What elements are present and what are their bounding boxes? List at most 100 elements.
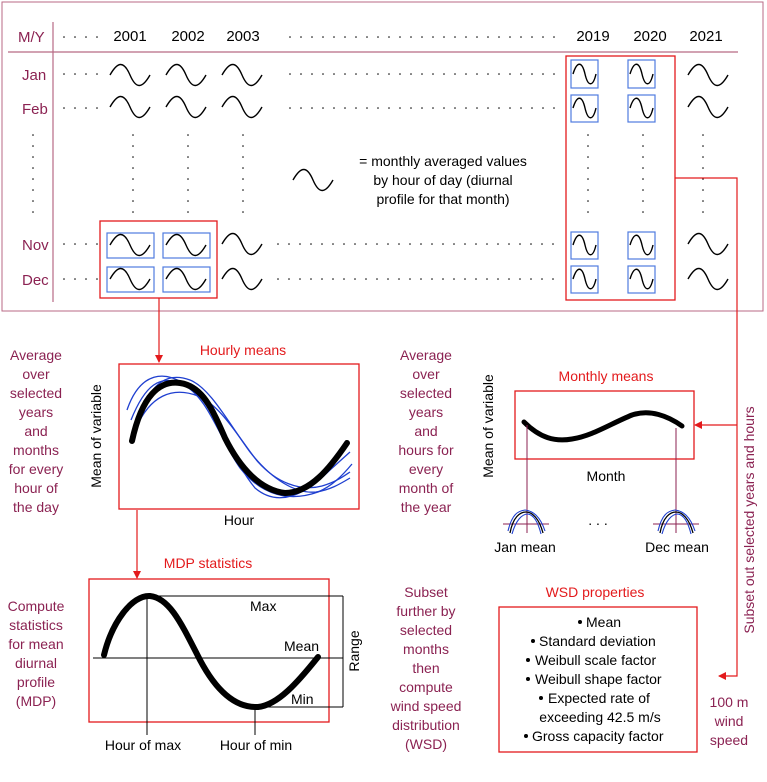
- svg-text:over: over: [22, 366, 50, 382]
- svg-text:the year: the year: [401, 499, 452, 515]
- hourly-means-frame: [118, 363, 360, 510]
- diurnal-glyphs: [109, 63, 729, 291]
- selection-box-2019-2020: [565, 55, 676, 301]
- svg-text:by hour of day (diurnal: by hour of day (diurnal: [373, 172, 512, 188]
- month-label-dec: Dec: [22, 272, 49, 289]
- year-label-2001: 2001: [113, 28, 146, 45]
- svg-text:years: years: [19, 404, 53, 420]
- month-label-feb: Feb: [22, 101, 48, 118]
- flow-arrows: [133, 177, 738, 680]
- wsd-bullets: [524, 620, 582, 738]
- mdp-curve: [101, 593, 321, 711]
- wsd-item-exceedance: Expected rate of: [548, 690, 650, 706]
- monthly-drop-lines: [526, 425, 677, 533]
- monthly-means-ylabel: Mean of variable: [480, 374, 496, 478]
- svg-text:selected: selected: [10, 385, 62, 401]
- grid-outer-border: [1, 1, 764, 312]
- svg-text:months: months: [403, 641, 449, 657]
- mdp-reference-lines: [93, 595, 344, 735]
- svg-text:(WSD): (WSD): [405, 736, 447, 752]
- monthly-means-panel: Monthly means Mean of variable Month . .…: [480, 368, 709, 555]
- svg-text:month of: month of: [399, 480, 454, 496]
- monthly-means-frame: [514, 390, 695, 460]
- svg-text:wind speed: wind speed: [390, 698, 462, 714]
- note-monthly-average: Average over selected years and hours fo…: [398, 347, 454, 515]
- hourly-means-xlabel: Hour: [224, 512, 255, 528]
- svg-text:selected: selected: [400, 622, 452, 638]
- svg-text:(MDP): (MDP): [16, 693, 56, 709]
- note-mdp-statistics: Compute statistics for mean diurnal prof…: [8, 598, 65, 709]
- year-month-grid: M/Y 2001 2002 2003 2019 2020 2021 Jan Fe…: [1, 1, 764, 312]
- note-hourly-average: Average over selected years and months f…: [9, 347, 63, 515]
- mdp-hour-max-label: Hour of max: [105, 737, 181, 753]
- month-label-nov: Nov: [22, 237, 49, 254]
- year-label-2002: 2002: [171, 28, 204, 45]
- svg-text:Average: Average: [400, 347, 452, 363]
- arrow-grid-to-wsd: [675, 177, 738, 680]
- mdp-statistics-panel: MDP statistics Max Mean Min Range Hour o…: [88, 555, 362, 753]
- jan-mean-label: Jan mean: [494, 539, 555, 555]
- svg-text:compute: compute: [399, 679, 453, 695]
- svg-text:the day: the day: [13, 499, 59, 515]
- monthly-means-title: Monthly means: [559, 368, 654, 384]
- month-label-jan: Jan: [22, 67, 46, 84]
- svg-text:wind: wind: [714, 713, 744, 729]
- note-wsd-subset: Subset further by selected months then c…: [390, 584, 462, 752]
- svg-text:= monthly averaged values: = monthly averaged values: [359, 153, 527, 169]
- mdp-max-label: Max: [250, 598, 276, 614]
- monthly-means-xlabel: Month: [587, 468, 626, 484]
- svg-text:years: years: [409, 404, 443, 420]
- hourly-means-title: Hourly means: [200, 342, 286, 358]
- svg-text:diurnal: diurnal: [15, 655, 57, 671]
- mdp-title: MDP statistics: [164, 555, 252, 571]
- mdp-frame: [88, 578, 330, 723]
- svg-text:for every: for every: [9, 461, 63, 477]
- svg-text:selected: selected: [400, 385, 452, 401]
- mdp-range-label: Range: [346, 630, 362, 671]
- year-label-2020: 2020: [633, 28, 666, 45]
- side-subset-label: Subset out selected years and hours: [741, 406, 757, 633]
- dec-mean-label: Dec mean: [645, 539, 709, 555]
- mdp-min-label: Min: [291, 691, 314, 707]
- svg-text:over: over: [412, 366, 440, 382]
- svg-text:profile for that month): profile for that month): [376, 191, 509, 207]
- year-label-2019: 2019: [576, 28, 609, 45]
- svg-text:Average: Average: [10, 347, 62, 363]
- svg-text:and: and: [414, 423, 437, 439]
- svg-text:further by: further by: [396, 603, 455, 619]
- svg-text:then: then: [412, 660, 439, 676]
- legend-text: = monthly averaged values by hour of day…: [359, 153, 527, 207]
- svg-text:Subset: Subset: [404, 584, 448, 600]
- year-label-2003: 2003: [226, 28, 259, 45]
- svg-text:hours for: hours for: [398, 442, 454, 458]
- svg-text:distribution: distribution: [392, 717, 460, 733]
- svg-text:statistics: statistics: [9, 617, 63, 633]
- wsd-item-weibull-shape: Weibull shape factor: [535, 671, 662, 687]
- svg-text:Compute: Compute: [8, 598, 65, 614]
- svg-text:every: every: [409, 461, 443, 477]
- wsd-item-weibull-scale: Weibull scale factor: [535, 652, 656, 668]
- wsd-item-exceedance-cont: exceeding 42.5 m/s: [539, 709, 660, 725]
- wsd-item-capacity: Gross capacity factor: [532, 728, 664, 744]
- wsd-title: WSD properties: [546, 584, 645, 600]
- svg-text:for mean: for mean: [8, 636, 63, 652]
- mdp-mean-label: Mean: [284, 638, 319, 654]
- svg-text:profile: profile: [17, 674, 55, 690]
- grid-dot-leaders: [32, 36, 704, 280]
- svg-text:speed: speed: [710, 732, 748, 748]
- hourly-means-ylabel: Mean of variable: [88, 384, 104, 488]
- svg-text:hour of: hour of: [14, 480, 58, 496]
- hourly-means-panel: Hourly means Mean of variable Hour: [88, 342, 360, 528]
- hourly-mean-curve: [129, 379, 350, 497]
- dec-mean-profile-icon: [653, 509, 699, 535]
- svg-text:and: and: [24, 423, 47, 439]
- monthly-mean-curve: [521, 410, 685, 443]
- grid-corner-label: M/Y: [18, 29, 45, 46]
- wsd-item-mean: Mean: [586, 614, 621, 630]
- selected-cells: [106, 59, 656, 294]
- legend-diurnal-icon: [292, 168, 334, 192]
- monthly-ellipsis: . . .: [588, 512, 607, 528]
- mdp-hour-min-label: Hour of min: [220, 737, 292, 753]
- svg-text:100 m: 100 m: [710, 694, 749, 710]
